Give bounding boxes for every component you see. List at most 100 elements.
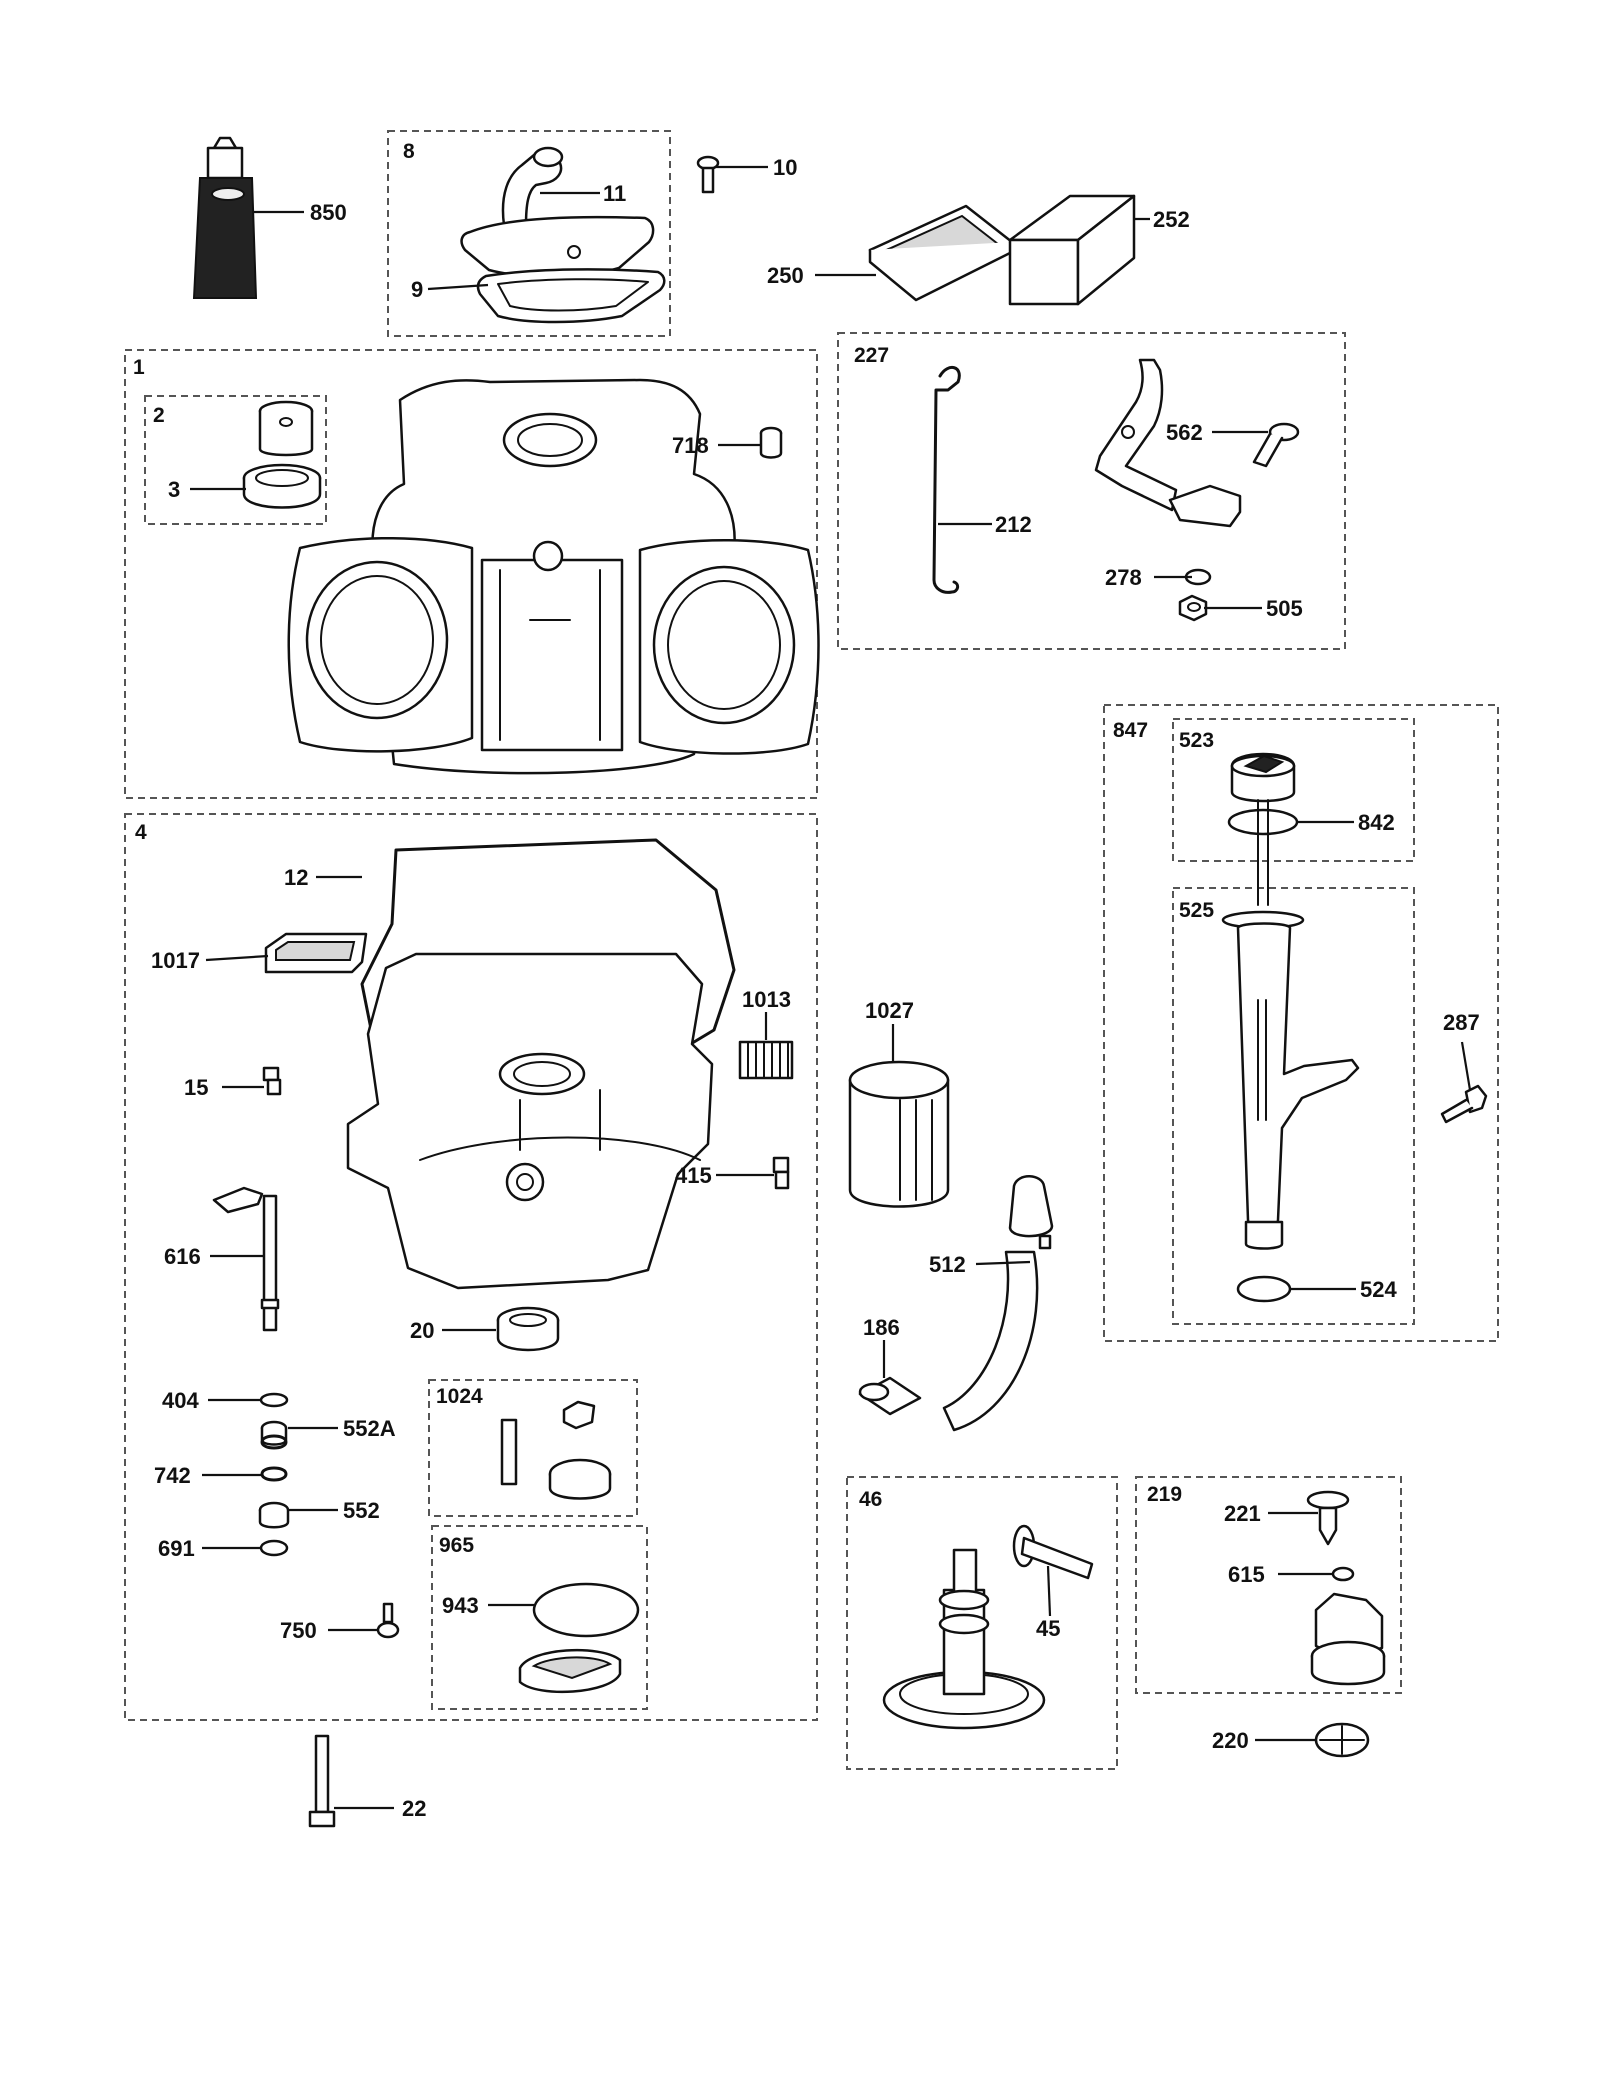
governor-gear-219 xyxy=(1310,1592,1386,1686)
group-label-227: 227 xyxy=(854,344,889,367)
leader-9 xyxy=(427,283,489,291)
group-box-525 xyxy=(1172,887,1415,1325)
label-278: 278 xyxy=(1105,565,1142,590)
label-691: 691 xyxy=(158,1536,195,1561)
group-label-46: 46 xyxy=(859,1488,882,1511)
label-562: 562 xyxy=(1166,420,1203,445)
label-742: 742 xyxy=(154,1463,191,1488)
governor-link-212 xyxy=(932,366,961,594)
o-ring-524 xyxy=(1236,1275,1292,1303)
oil-pump-1024 xyxy=(500,1400,612,1500)
group-label-965: 965 xyxy=(439,1534,474,1557)
oil-seal-20 xyxy=(496,1306,560,1352)
label-505: 505 xyxy=(1266,596,1303,621)
group-label-219: 219 xyxy=(1147,1483,1182,1506)
drain-fitting-186 xyxy=(858,1376,922,1416)
group-box-227 xyxy=(837,332,1346,650)
group-box-46 xyxy=(846,1476,1118,1770)
plug-415 xyxy=(772,1156,790,1190)
group-box-1 xyxy=(124,349,818,799)
sealant-tube-850 xyxy=(192,136,258,299)
group-label-525: 525 xyxy=(1179,899,1214,922)
group-label-8: 8 xyxy=(403,140,415,163)
plate-1017 xyxy=(264,932,368,974)
label-15: 15 xyxy=(184,1075,208,1100)
control-bracket-227 xyxy=(1094,358,1242,528)
label-552A: 552A xyxy=(343,1416,396,1441)
washer-404 xyxy=(259,1392,289,1408)
drain-hose-512 xyxy=(942,1175,1054,1432)
pump-cover-965 xyxy=(518,1582,640,1694)
label-11: 11 xyxy=(603,181,626,206)
group-box-8 xyxy=(387,130,671,337)
label-718: 718 xyxy=(672,433,709,458)
group-label-847: 847 xyxy=(1113,719,1148,742)
breather-assembly-8 xyxy=(460,146,666,324)
e-ring-742 xyxy=(260,1434,288,1482)
filter-250 xyxy=(868,204,1014,302)
group-box-847 xyxy=(1103,704,1499,1342)
label-750: 750 xyxy=(280,1618,317,1643)
group-label-2: 2 xyxy=(153,404,165,427)
label-252: 252 xyxy=(1153,207,1190,232)
label-12: 12 xyxy=(284,865,308,890)
bushing-552 xyxy=(258,1501,290,1529)
camshaft-pin-45 xyxy=(1012,1524,1094,1580)
plug-2 xyxy=(258,400,314,457)
nut-505 xyxy=(1178,594,1208,622)
o-ring-943 xyxy=(532,1582,640,1638)
leader-512 xyxy=(975,1260,1031,1266)
group-label-4: 4 xyxy=(135,821,147,844)
label-842: 842 xyxy=(1358,810,1395,835)
governor-cup-220 xyxy=(1314,1722,1370,1758)
label-850: 850 xyxy=(310,200,347,225)
group-box-219 xyxy=(1135,1476,1402,1694)
bolt-22 xyxy=(308,1734,336,1828)
label-552: 552 xyxy=(343,1498,380,1523)
label-512: 512 xyxy=(929,1252,966,1277)
label-22: 22 xyxy=(402,1796,426,1821)
label-404: 404 xyxy=(162,1388,199,1413)
label-10: 10 xyxy=(773,155,797,180)
group-label-523: 523 xyxy=(1179,729,1214,752)
pin-221 xyxy=(1306,1490,1350,1546)
label-20: 20 xyxy=(410,1318,434,1343)
label-1027: 1027 xyxy=(865,998,914,1023)
label-616: 616 xyxy=(164,1244,201,1269)
group-box-2 xyxy=(144,395,327,525)
dipstick-tube-525 xyxy=(1221,910,1360,1250)
group-box-1024 xyxy=(428,1379,638,1517)
bolt-287 xyxy=(1440,1084,1488,1124)
screw-10 xyxy=(696,155,720,194)
group-label-1: 1 xyxy=(133,356,145,379)
label-212: 212 xyxy=(995,512,1032,537)
label-9: 9 xyxy=(411,277,423,302)
label-3: 3 xyxy=(168,477,180,502)
oil-filter-1027 xyxy=(848,1060,950,1208)
label-45: 45 xyxy=(1036,1616,1060,1641)
label-220: 220 xyxy=(1212,1728,1249,1753)
label-943: 943 xyxy=(442,1593,479,1618)
label-287: 287 xyxy=(1443,1010,1480,1035)
crankcase-1 xyxy=(287,378,820,775)
leader-1017 xyxy=(205,954,269,962)
group-box-965 xyxy=(431,1525,648,1710)
bolt-562 xyxy=(1252,422,1300,468)
washer-691 xyxy=(259,1539,289,1557)
label-524: 524 xyxy=(1360,1277,1397,1302)
bushing-552A xyxy=(260,1420,288,1446)
group-label-1024: 1024 xyxy=(436,1385,483,1408)
group-box-4 xyxy=(124,813,818,1721)
camshaft-46 xyxy=(882,1548,1046,1730)
label-615: 615 xyxy=(1228,1562,1265,1587)
sump-4 xyxy=(346,952,714,1290)
governor-shaft-616 xyxy=(212,1186,280,1332)
dipstick-cap-523 xyxy=(1230,752,1296,803)
leader-45 xyxy=(1046,1565,1052,1617)
label-221: 221 xyxy=(1224,1501,1261,1526)
clip-615 xyxy=(1331,1566,1355,1582)
dowel-718 xyxy=(759,426,783,459)
plug-15 xyxy=(262,1066,282,1096)
label-415: 415 xyxy=(675,1163,712,1188)
